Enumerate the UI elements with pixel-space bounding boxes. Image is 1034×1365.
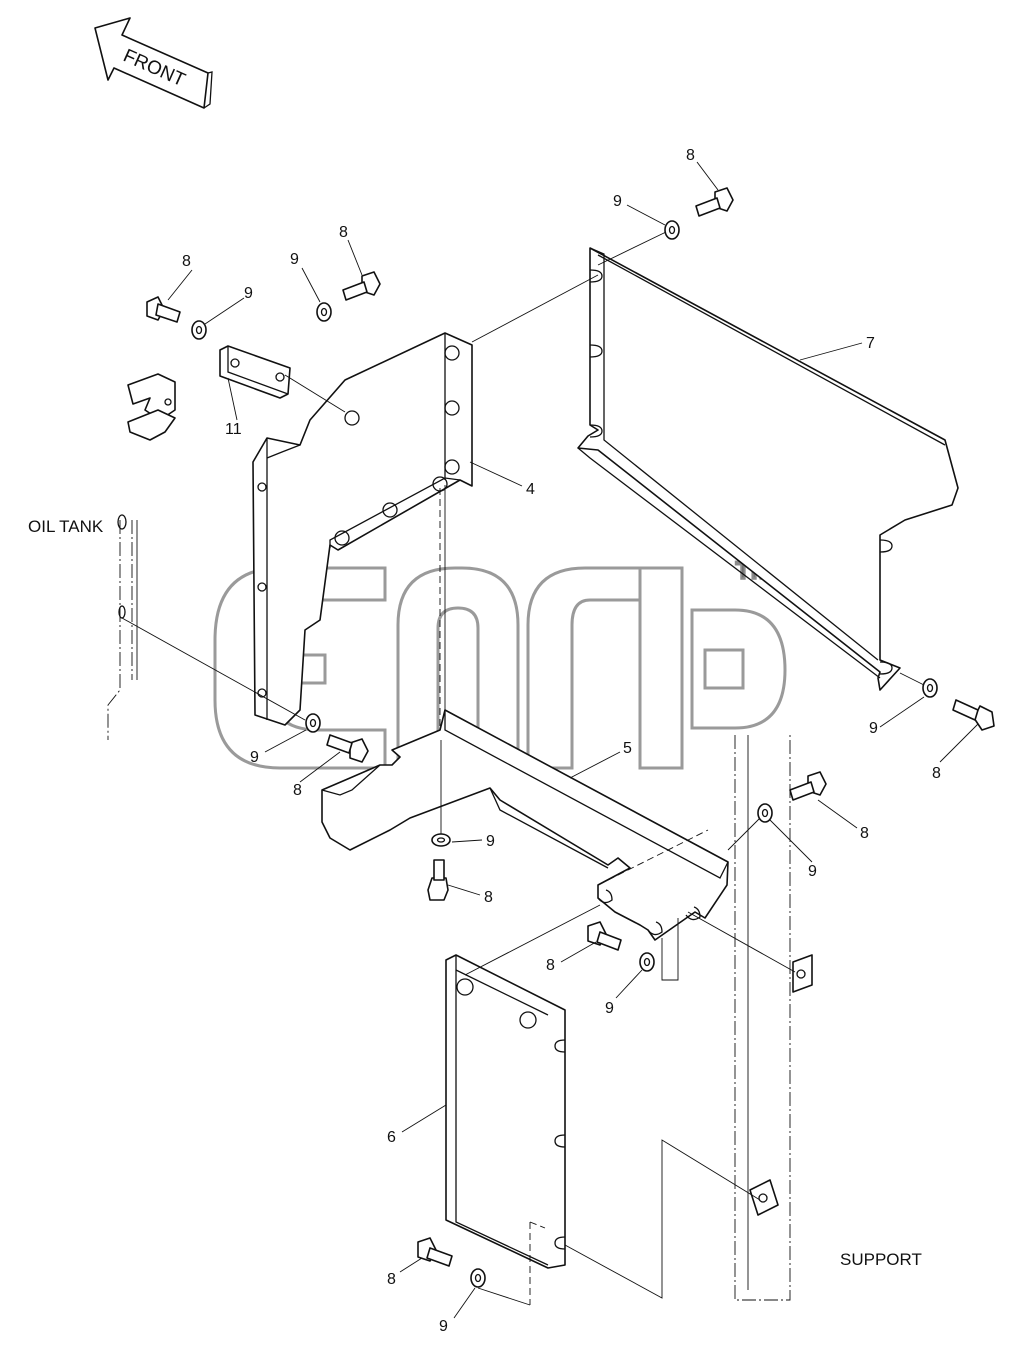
callout-8: 8 <box>293 782 302 799</box>
callout-9: 9 <box>605 1000 614 1017</box>
callout-7: 7 <box>866 335 875 352</box>
bolt-8e <box>427 859 449 901</box>
callout-9: 9 <box>250 749 259 766</box>
callout-9: 9 <box>869 720 878 737</box>
bracket-part-4 <box>252 332 473 726</box>
panel-part-7 <box>577 247 959 691</box>
bolt-8d <box>326 734 369 763</box>
washer-9a <box>191 320 207 340</box>
callout-9: 9 <box>290 251 299 268</box>
bolt-8h <box>587 921 622 951</box>
support-reference: SUPPORT <box>734 735 922 1301</box>
callout-8: 8 <box>484 889 493 906</box>
oil-tank-reference: OIL TANK <box>28 514 138 740</box>
bracket-part-11 <box>127 345 291 441</box>
washer-9d <box>305 713 321 733</box>
callout-8: 8 <box>932 765 941 782</box>
plate-part-5 <box>321 709 729 941</box>
washers <box>191 220 938 1288</box>
bolt-8c <box>695 187 734 217</box>
front-direction-arrow: FRONT <box>94 17 213 109</box>
callout-4: 4 <box>526 481 535 498</box>
callout-9: 9 <box>486 833 495 850</box>
callout-11: 11 <box>225 421 242 438</box>
callout-leaders <box>167 161 979 1319</box>
callout-9: 9 <box>613 193 622 210</box>
callout-8: 8 <box>182 253 191 270</box>
callout-numbers: 8 9 8 9 8 9 7 11 4 9 8 5 9 8 9 8 8 9 8 9… <box>182 147 941 1335</box>
support-label: SUPPORT <box>840 1250 922 1269</box>
panel-part-6 <box>445 954 566 1305</box>
callout-9: 9 <box>244 285 253 302</box>
callout-9: 9 <box>808 863 817 880</box>
washer-9b <box>316 302 332 322</box>
callout-9: 9 <box>439 1318 448 1335</box>
bolt-8b <box>342 271 381 301</box>
callout-8: 8 <box>546 957 555 974</box>
washer-9i <box>470 1268 486 1288</box>
callout-5: 5 <box>623 740 632 757</box>
washer-9f <box>922 678 938 698</box>
bolts <box>146 187 995 1267</box>
washer-9e <box>431 833 451 847</box>
assembly-lines <box>121 231 925 1306</box>
callout-8: 8 <box>339 224 348 241</box>
washer-9h <box>639 952 655 972</box>
oil-tank-label: OIL TANK <box>28 517 104 536</box>
bolt-8f <box>952 699 995 731</box>
callout-8: 8 <box>860 825 869 842</box>
washer-9g <box>757 803 773 823</box>
bolt-8i <box>417 1237 453 1267</box>
bolt-8g <box>789 771 827 801</box>
callout-8: 8 <box>686 147 695 164</box>
callout-8: 8 <box>387 1271 396 1288</box>
washer-9c <box>664 220 680 240</box>
callout-6: 6 <box>387 1129 396 1146</box>
bolt-8a <box>146 296 181 323</box>
